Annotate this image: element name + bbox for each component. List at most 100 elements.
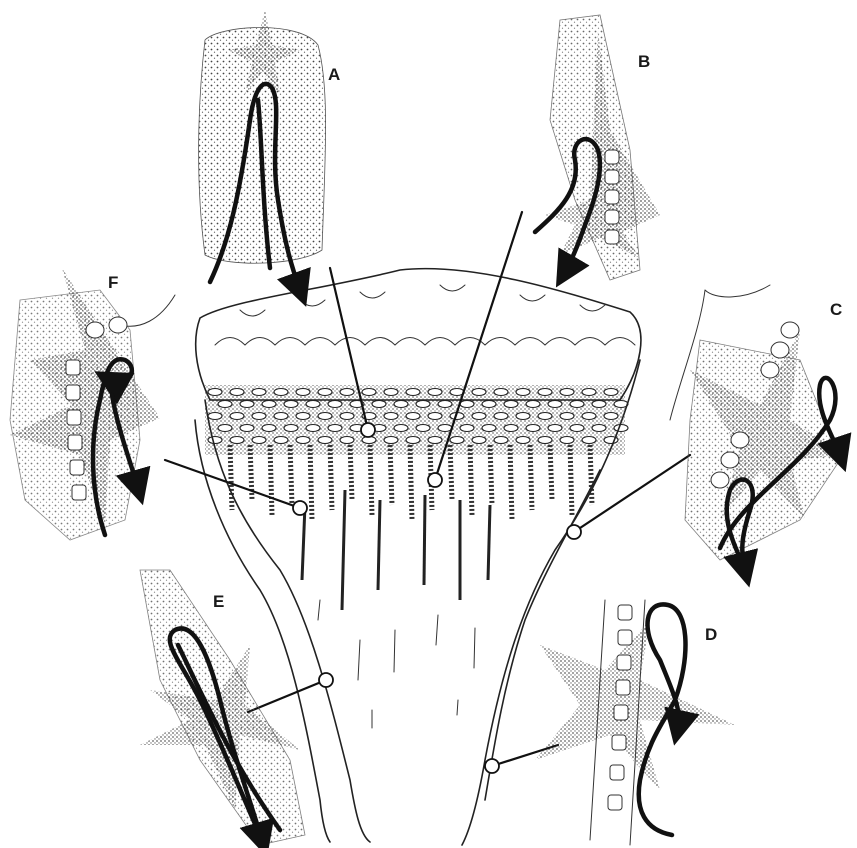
chondrocyte (570, 425, 584, 432)
chondrocyte (460, 401, 474, 408)
chondrocyte (592, 401, 606, 408)
cartilage-column (370, 445, 372, 515)
epiphysis-texture (215, 338, 635, 346)
chondrocyte (340, 437, 354, 444)
inset-F-membrane (120, 295, 175, 326)
chondrocyte (230, 389, 244, 396)
inset-D: D (535, 600, 735, 845)
inset-E: E (140, 570, 305, 845)
chondrocyte (560, 389, 574, 396)
epiphysis-outline (196, 269, 641, 400)
label-A: A (328, 65, 340, 84)
chondrocyte (604, 389, 618, 396)
chondrocyte (472, 437, 486, 444)
chondrocyte (218, 401, 232, 408)
trabecular-strut (488, 505, 490, 580)
callout-E (319, 673, 333, 687)
chondrocyte (516, 437, 530, 444)
chondrocyte (494, 413, 508, 420)
cartilage-column (470, 445, 472, 515)
chondrocyte (570, 401, 584, 408)
chondrocyte (296, 413, 310, 420)
chondrocyte (262, 425, 276, 432)
chondrocyte (240, 425, 254, 432)
inset-C: C (670, 285, 845, 570)
chondrocyte (472, 389, 486, 396)
chondrocyte (526, 425, 540, 432)
chondrocyte (604, 413, 618, 420)
leader-E (248, 680, 326, 712)
chondrocyte (592, 425, 606, 432)
chondrocyte (318, 389, 332, 396)
chondrocyte (384, 413, 398, 420)
epiphysis-texture-2 (240, 285, 605, 316)
cartilage-column (490, 445, 492, 505)
chondrocyte (504, 425, 518, 432)
label-E: E (213, 592, 224, 611)
chondrocyte (394, 401, 408, 408)
cartilage-column (510, 445, 512, 520)
cartilage-column (310, 445, 312, 520)
chondrocyte (306, 401, 320, 408)
callout-F (293, 501, 307, 515)
chondrocyte (416, 401, 430, 408)
chondrocyte (582, 413, 596, 420)
chondrocyte (296, 389, 310, 396)
cartilage-column (450, 445, 452, 500)
chondrocyte (328, 401, 342, 408)
hypertrophic-columns (230, 445, 592, 610)
chondrocyte (252, 437, 266, 444)
cartilage-column (410, 445, 412, 520)
chondrocyte (252, 413, 266, 420)
trabecular-strut (342, 490, 345, 610)
cartilage-column (230, 445, 232, 510)
chondrocyte (406, 437, 420, 444)
label-D: D (705, 625, 717, 644)
leader-F (165, 460, 300, 508)
chondrocyte (306, 425, 320, 432)
chondrocyte (230, 437, 244, 444)
chondrocyte (428, 413, 442, 420)
chondrocyte (548, 401, 562, 408)
chondrocyte (240, 401, 254, 408)
chondrocyte (516, 389, 530, 396)
chondrocyte (384, 437, 398, 444)
chondrocyte (340, 389, 354, 396)
chondrocyte (274, 437, 288, 444)
chondrocyte (252, 389, 266, 396)
chondrocyte (406, 389, 420, 396)
chondrocyte (526, 401, 540, 408)
chondrocyte (406, 413, 420, 420)
trabecular-strut (378, 500, 380, 590)
callout-A (361, 423, 375, 437)
chondrocyte (538, 389, 552, 396)
chondrocyte (362, 389, 376, 396)
cartilage-column (530, 445, 532, 510)
chondrocyte (428, 437, 442, 444)
cartilage-column (390, 445, 392, 505)
chondrocyte (284, 401, 298, 408)
chondrocyte (230, 413, 244, 420)
chondrocyte (262, 401, 276, 408)
chondrocyte (504, 401, 518, 408)
chondrocyte (438, 425, 452, 432)
chondrocyte (428, 389, 442, 396)
chondrocyte (538, 413, 552, 420)
chondrocyte (208, 413, 222, 420)
callout-C (567, 525, 581, 539)
chondrocyte (482, 401, 496, 408)
cartilage-column (350, 445, 352, 500)
cartilage-column (290, 445, 292, 505)
label-C: C (830, 300, 842, 319)
label-F: F (108, 273, 118, 292)
chondrocyte (582, 437, 596, 444)
chondrocyte (328, 425, 342, 432)
chondrocyte (274, 389, 288, 396)
callout-B (428, 473, 442, 487)
label-B: B (638, 52, 650, 71)
callout-D (485, 759, 499, 773)
chondrocyte (340, 413, 354, 420)
chondrocyte (284, 425, 298, 432)
chondrocyte (208, 437, 222, 444)
